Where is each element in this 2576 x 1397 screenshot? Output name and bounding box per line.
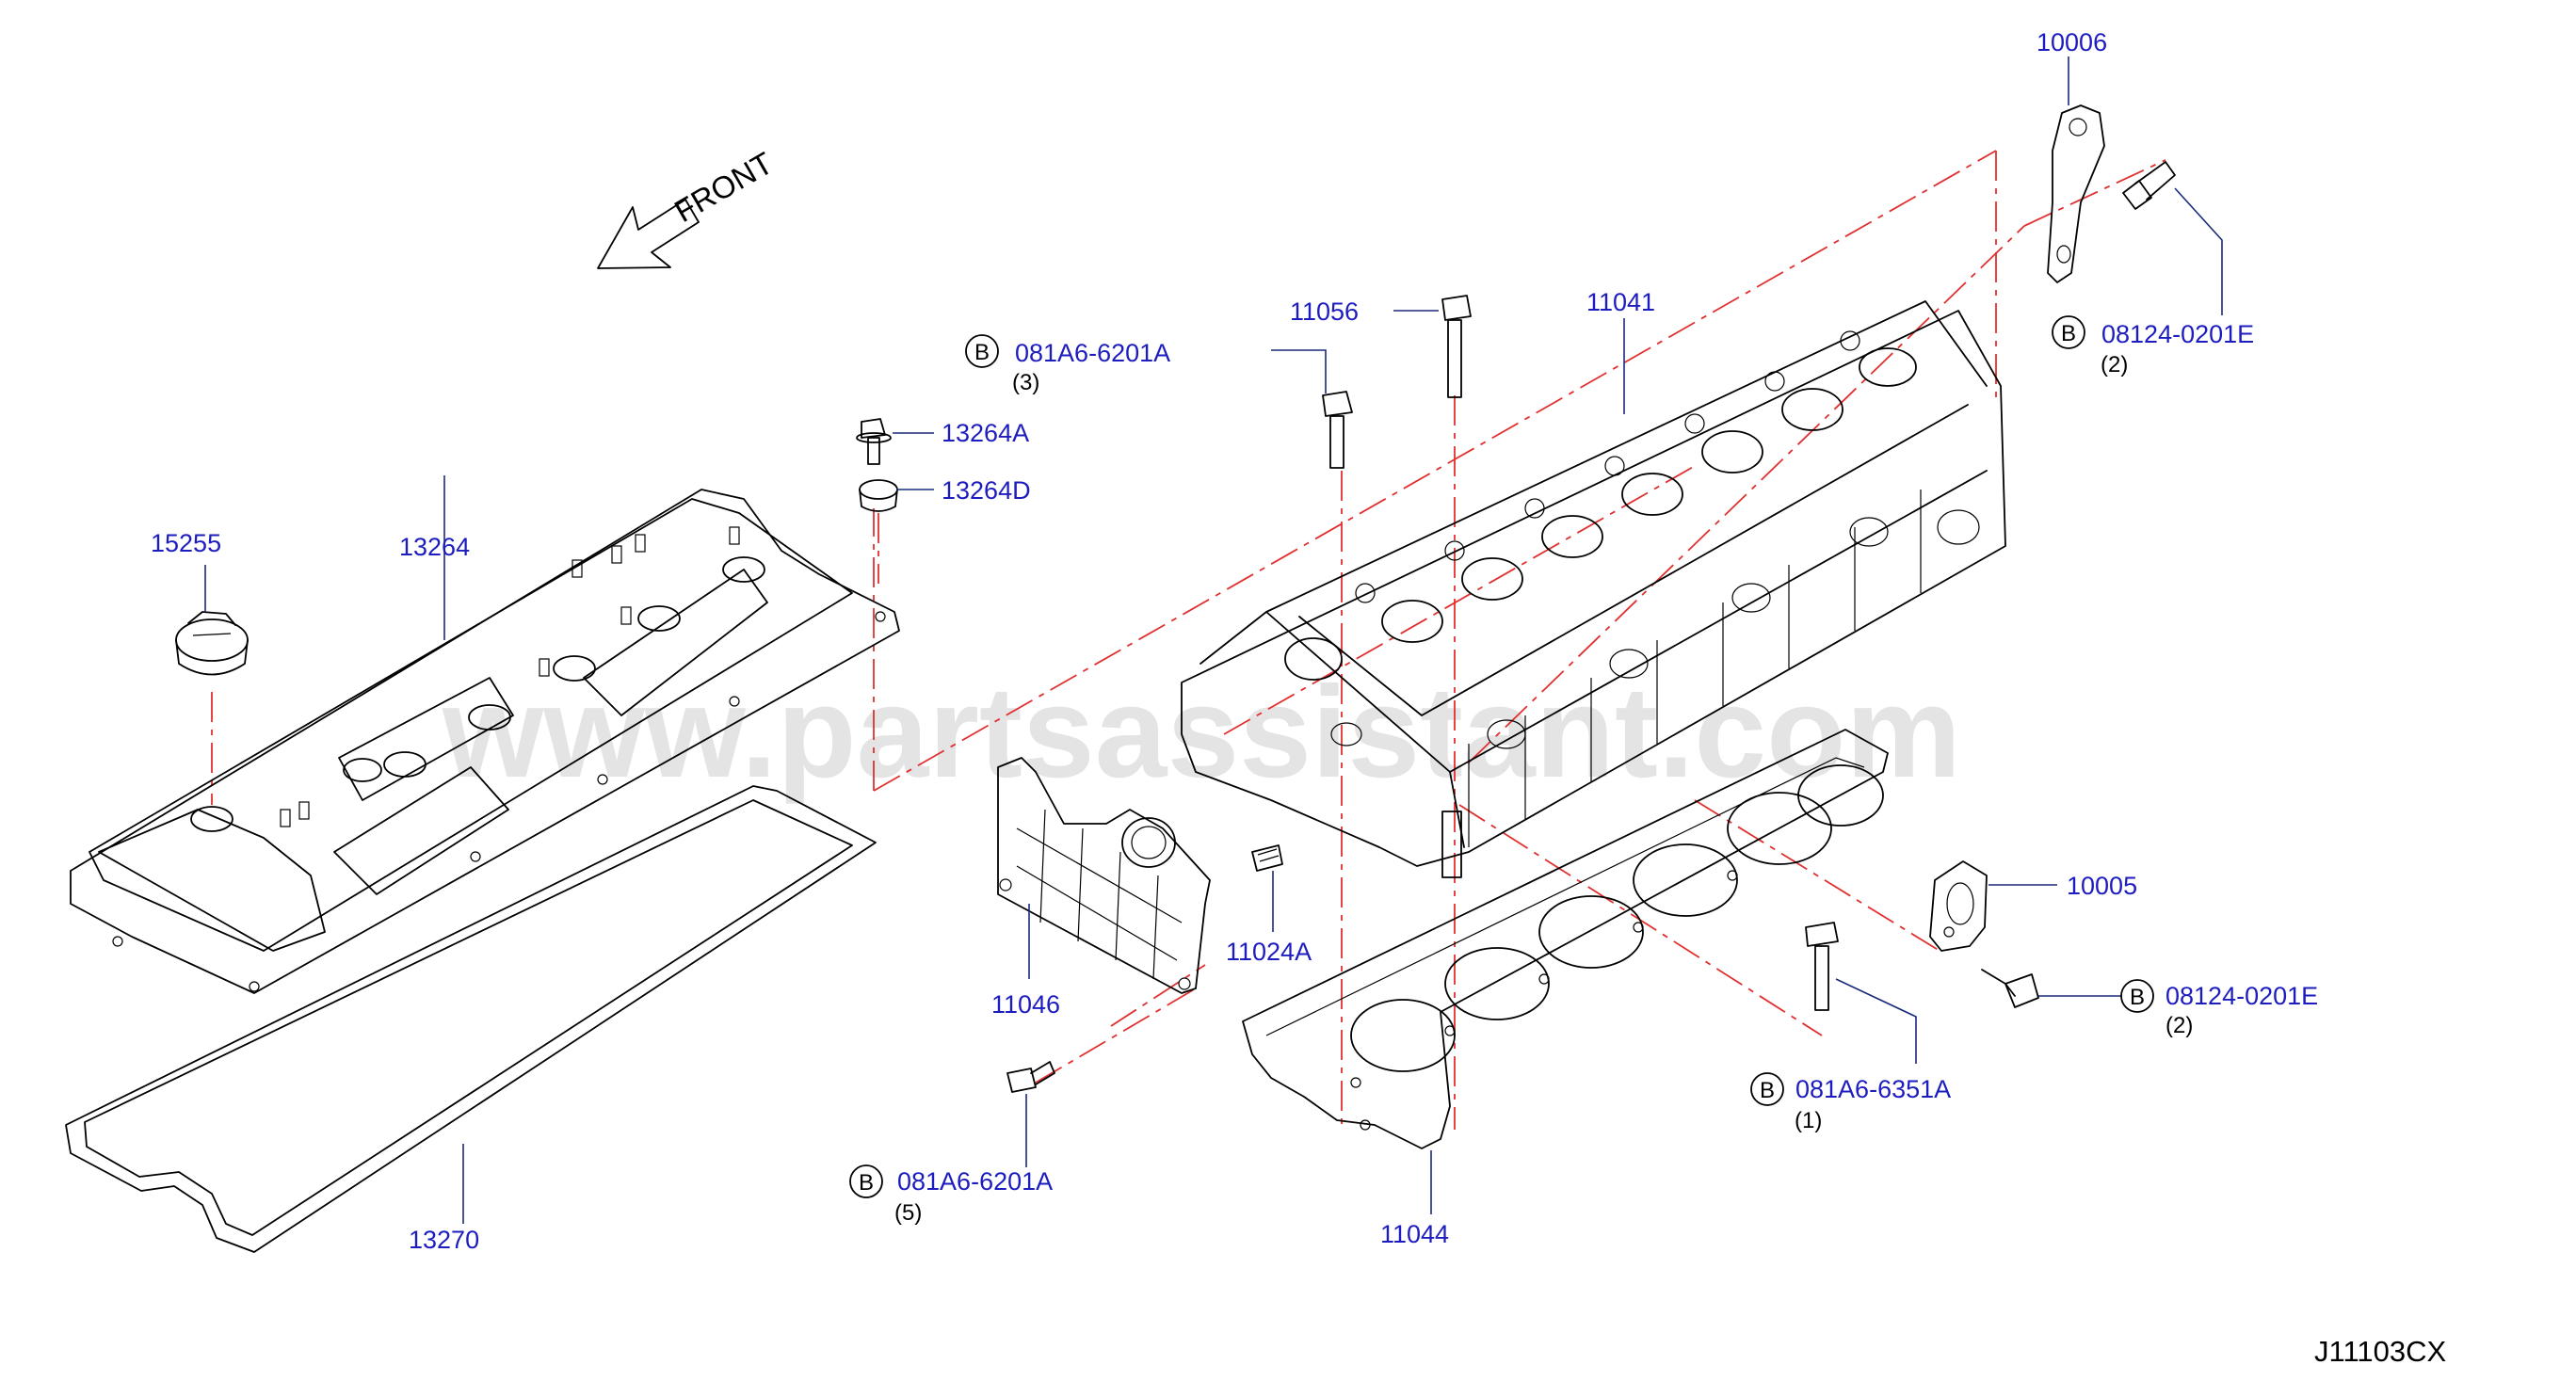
label-081A6-6351A: 081A6-6351A xyxy=(1795,1075,1951,1103)
bolt-08124-top xyxy=(2122,161,2176,210)
label-08124-top: 08124-0201E xyxy=(2101,320,2254,348)
label-08124-bottom: 08124-0201E xyxy=(2165,982,2318,1010)
label-13270: 13270 xyxy=(409,1226,479,1254)
oil-filler-cap xyxy=(175,611,249,676)
svg-text:B: B xyxy=(974,340,990,365)
stud-11024A xyxy=(1251,844,1283,872)
cylinder-head xyxy=(1181,300,2006,878)
b-marker-bottom-right: B xyxy=(2120,979,2154,1013)
label-081A6-6201A-top-qty: (3) xyxy=(1012,370,1039,395)
label-13264A: 13264A xyxy=(942,419,1029,447)
label-11046: 11046 xyxy=(991,990,1060,1019)
rocker-cover xyxy=(70,489,900,994)
b-marker-bottom-left: B xyxy=(849,1164,883,1198)
grommet-13264D xyxy=(859,479,898,512)
label-11024A: 11024A xyxy=(1226,938,1312,966)
label-11041: 11041 xyxy=(1586,288,1655,316)
bolt-11056-long xyxy=(1441,295,1472,398)
b-marker-top-right: B xyxy=(2052,315,2085,349)
svg-text:B: B xyxy=(1760,1078,1775,1103)
label-13264D: 13264D xyxy=(942,476,1031,505)
label-11044: 11044 xyxy=(1380,1220,1449,1248)
svg-text:B: B xyxy=(2130,985,2145,1010)
bolt-13264A xyxy=(856,418,892,465)
front-label: FRONT xyxy=(668,145,779,229)
svg-text:B: B xyxy=(859,1170,874,1196)
bolt-081A6-6351A xyxy=(1805,922,1839,1011)
label-10005: 10005 xyxy=(2067,872,2137,900)
bracket-10005 xyxy=(1929,860,1988,952)
bolt-08124-bottom xyxy=(1981,969,2039,1008)
bolt-081A6-6201A-bottom xyxy=(1006,1061,1055,1093)
head-gasket xyxy=(1242,729,1889,1149)
svg-text:B: B xyxy=(2061,321,2076,346)
watermark: www.partsassistant.com xyxy=(442,660,1961,805)
b-marker-top: B xyxy=(965,334,999,368)
label-13264: 13264 xyxy=(399,533,470,561)
leader-lines xyxy=(204,56,2223,1224)
cover-plate-11046 xyxy=(997,757,1211,994)
label-08124-top-qty: (2) xyxy=(2101,352,2128,377)
label-081A6-6201A-top: 081A6-6201A xyxy=(1015,339,1170,367)
diagram-code: J11103CX xyxy=(2314,1335,2446,1368)
label-15255: 15255 xyxy=(151,529,221,557)
label-11056: 11056 xyxy=(1290,297,1359,326)
bolt-11056-short xyxy=(1322,391,1353,469)
label-08124-bottom-qty: (2) xyxy=(2165,1013,2193,1038)
alignment-lines xyxy=(211,150,2166,1130)
b-marker-middle: B xyxy=(1750,1072,1784,1106)
rocker-cover-gasket xyxy=(65,785,877,1253)
label-081A6-6201A-bottom-qty: (5) xyxy=(894,1200,922,1226)
label-081A6-6351A-qty: (1) xyxy=(1795,1108,1822,1133)
label-10006: 10006 xyxy=(2037,28,2107,56)
front-arrow: FRONT xyxy=(597,145,779,269)
bracket-10006 xyxy=(2047,104,2105,283)
part-labels: 10006 08124-0201E (2) 11041 11056 081A6-… xyxy=(151,28,2318,1254)
label-081A6-6201A-bottom: 081A6-6201A xyxy=(897,1167,1053,1196)
